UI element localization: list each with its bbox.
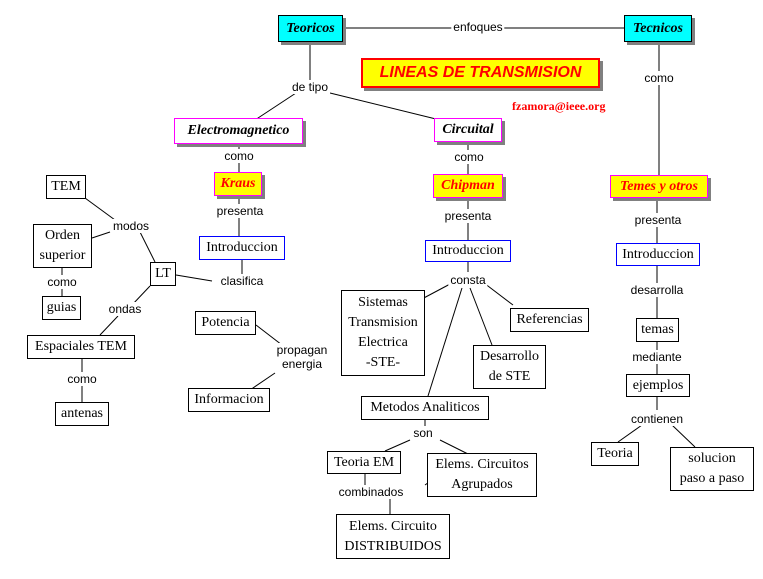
map-title: LINEAS DE TRANSMISION	[361, 58, 600, 88]
link-desarrolla: desarrolla	[628, 283, 686, 297]
link-enfoques: enfoques	[451, 20, 505, 34]
node-circuital: Circuital	[434, 118, 502, 142]
node-tecnicos: Tecnicos	[624, 15, 692, 42]
link-de-tipo: de tipo	[289, 80, 331, 94]
node-solucion-paso-a-paso: solucion paso a paso	[670, 447, 754, 491]
link-propagan-energia: propagan energia	[274, 343, 330, 371]
link-contienen: contienen	[628, 412, 686, 426]
node-referencias: Referencias	[510, 308, 589, 332]
link-como-orden: como	[45, 275, 79, 289]
node-teoria: Teoria	[591, 442, 639, 466]
author-email: fzamora@ieee.org	[512, 99, 606, 113]
node-metodos-analiticos: Metodos Analiticos	[361, 396, 489, 420]
node-informacion: Informacion	[188, 388, 270, 412]
node-teoricos: Teoricos	[278, 15, 343, 42]
link-como-circuital: como	[452, 150, 486, 164]
link-modos: modos	[110, 219, 152, 233]
link-consta: consta	[448, 273, 488, 287]
node-tem: TEM	[46, 175, 86, 199]
node-lt: LT	[150, 262, 176, 286]
node-potencia: Potencia	[195, 311, 256, 335]
node-introduccion-kraus: Introduccion	[199, 236, 285, 260]
link-como-antenas: como	[65, 372, 99, 386]
node-introduccion-chipman: Introduccion	[425, 240, 511, 262]
node-electromagnetico: Electromagnetico	[174, 118, 303, 144]
node-kraus: Kraus	[214, 172, 262, 196]
node-espaciales-tem: Espaciales TEM	[27, 335, 135, 359]
node-ejemplos: ejemplos	[626, 374, 690, 397]
link-como-electromagnetico: como	[222, 149, 256, 163]
node-temes-y-otros: Temes y otros	[610, 175, 708, 198]
node-chipman: Chipman	[433, 174, 503, 198]
node-orden-superior: Orden superior	[33, 224, 92, 268]
node-teoria-em: Teoria EM	[327, 451, 401, 474]
link-como-tecnicos: como	[642, 71, 676, 85]
link-mediante: mediante	[630, 350, 684, 364]
node-antenas: antenas	[55, 402, 109, 426]
node-desarrollo-ste: Desarrollo de STE	[473, 345, 546, 389]
node-elems-circuitos-agrupados: Elems. Circuitos Agrupados	[427, 453, 537, 497]
link-combinados: combinados	[336, 485, 406, 499]
link-presenta-temes: presenta	[632, 213, 684, 227]
link-ondas: ondas	[106, 302, 144, 316]
link-presenta-kraus: presenta	[214, 204, 266, 218]
node-sistemas-ste: Sistemas Transmision Electrica -STE-	[341, 290, 425, 376]
node-elems-circuito-distribuidos: Elems. Circuito DISTRIBUIDOS	[336, 514, 450, 559]
link-presenta-chipman: presenta	[442, 209, 494, 223]
link-clasifica: clasifica	[218, 274, 266, 288]
node-guias: guias	[42, 296, 81, 320]
node-introduccion-temes: Introduccion	[616, 243, 700, 266]
link-son: son	[411, 426, 435, 440]
node-temas: temas	[636, 318, 679, 342]
